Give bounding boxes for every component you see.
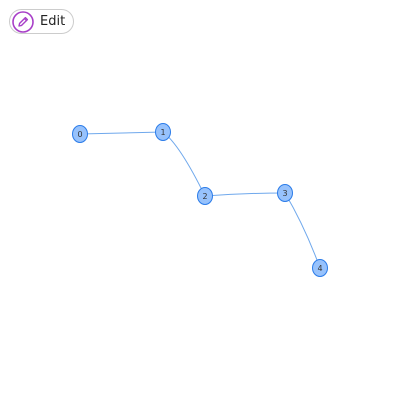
node-circle[interactable]: [197, 187, 213, 205]
node-circle[interactable]: [72, 125, 88, 143]
edge-0-1[interactable]: [79, 131, 164, 135]
node-circle[interactable]: [312, 259, 328, 277]
edge-1-2[interactable]: [162, 131, 206, 197]
node-1[interactable]: 1: [155, 123, 171, 141]
edge-3-4[interactable]: [284, 192, 321, 269]
node-0[interactable]: 0: [72, 125, 88, 143]
node-4[interactable]: 4: [312, 259, 328, 277]
node-label: 1: [160, 128, 165, 137]
edge-2-3[interactable]: [204, 192, 286, 197]
node-3[interactable]: 3: [277, 184, 293, 202]
pencil-icon: [12, 10, 34, 33]
node-label: 3: [282, 189, 287, 198]
node-circle[interactable]: [155, 123, 171, 141]
node-circle[interactable]: [277, 184, 293, 202]
node-label: 0: [77, 130, 82, 139]
node-label: 4: [317, 264, 322, 273]
nodes-layer: 0 1 2 3 4: [72, 123, 328, 277]
node-label: 2: [202, 192, 207, 201]
node-2[interactable]: 2: [197, 187, 213, 205]
edit-button[interactable]: Edit: [9, 9, 75, 34]
edit-label: Edit: [40, 14, 66, 29]
